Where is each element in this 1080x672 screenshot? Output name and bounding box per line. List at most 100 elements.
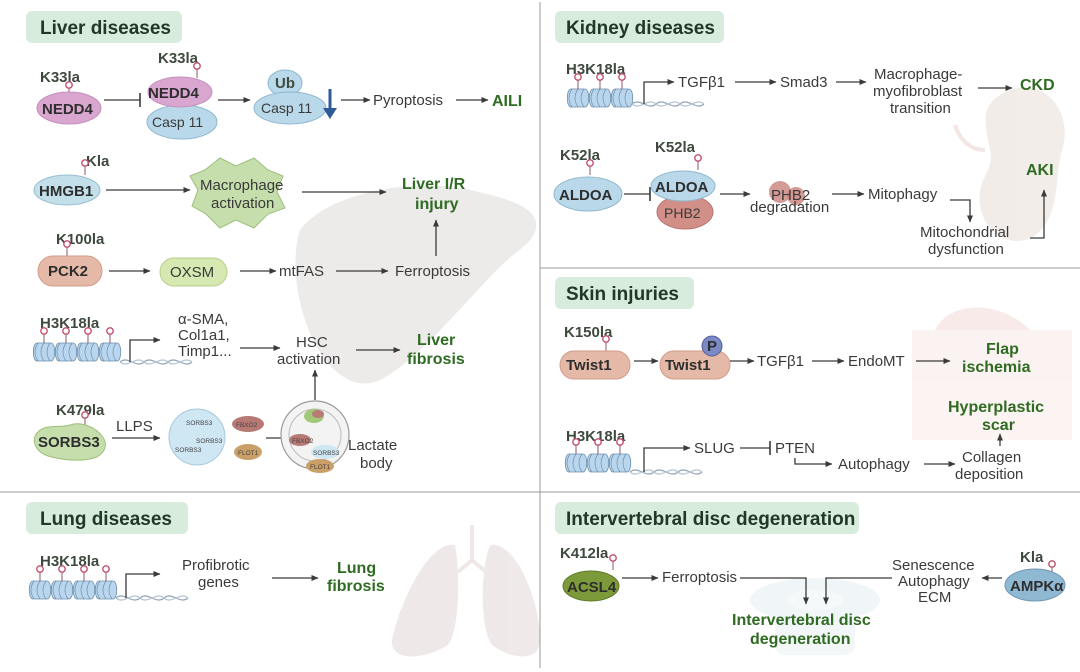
phosphorylation-icon [701,335,723,357]
gene-asma: α-SMA, [178,311,228,328]
svg-text:Kidney diseases: Kidney diseases [566,18,715,39]
gene-timp1: Timp1... [178,343,232,360]
liver-ir-pathway: Kla HMGB1 Macrophage activation Liver I/… [33,153,466,229]
lactylation-pin-icon [586,159,594,176]
svg-text:Liver diseases: Liver diseases [40,18,171,39]
liver-llps-pathway: K479la SORBS3 LLPS SORBS3 SORBS3 SORBS3 … [33,369,397,473]
mod-k100la: K100la [56,231,105,248]
dna-helix-icon [631,101,705,107]
panel-ivd-title: Intervertebral disc degeneration [555,502,859,534]
panel-liver-title: Liver diseases [26,11,182,43]
outcome-aki: AKI [1026,162,1054,179]
node-autophagy-skin: Autophagy [838,456,910,473]
node-senescence: Senescence [892,557,975,574]
protein-pck2: PCK2 [48,263,88,280]
liver-ferroptosis-pathway: K100la PCK2 OXSM mtFAS Ferroptosis [37,219,470,287]
protein-twist1-2: Twist1 [665,357,711,374]
node-mito-dys-2: dysfunction [928,241,1004,258]
svg-text:Intervertebral disc degenerati: Intervertebral disc degeneration [566,509,855,530]
node-ferroptosis-ivd: Ferroptosis [662,569,737,586]
mod-k33la-1: K33la [40,69,81,86]
node-mmt-1: Macrophage- [874,66,962,83]
node-pyroptosis: Pyroptosis [373,92,443,109]
node-pten: PTEN [775,440,815,457]
protein-hmgb1: HMGB1 [39,183,93,200]
outcome-ivd-1: Intervertebral disc [732,612,871,629]
outcome-flap-1: Flap [986,341,1019,358]
mod-k150la: K150la [564,324,613,341]
outcome-flap-2: ischemia [962,359,1031,376]
ivd-pathway: K412la ACSL4 Ferroptosis Kla AMPKα Senes… [560,545,1066,648]
protein-aldoa-2: ALDOA [655,179,708,196]
mod-h3k18la-liver: H3K18la [40,315,100,332]
node-hsc-activation: activation [277,351,340,368]
lactylation-pin-icon [602,335,610,352]
node-autophagy-ivd: Autophagy [898,573,970,590]
outcome-scar-1: Hyperplastic [948,399,1044,416]
node-profibrotic-1: Profibrotic [182,557,250,574]
node-endomt: EndoMT [848,353,905,370]
dna-helix-icon [115,595,189,601]
node-tgfb1-skin: TGFβ1 [757,353,804,370]
lactylation-pin-icon [63,240,71,257]
protein-acsl4: ACSL4 [567,579,617,596]
gene-col1a1: Col1a1, [178,327,230,344]
outcome-liver-fibrosis-2: fibrosis [407,351,465,368]
node-mmt-2: myofibroblast [873,83,963,100]
protein-aldoa-1: ALDOA [559,187,612,204]
svg-text:FBXO2: FBXO2 [236,422,258,429]
svg-text:Lung diseases: Lung diseases [40,509,172,530]
mod-k412la: K412la [560,545,609,562]
panel-kidney-title: Kidney diseases [555,11,724,43]
dna-helix-icon [629,469,703,475]
node-ferroptosis: Ferroptosis [395,263,470,280]
svg-text:FLOT1: FLOT1 [238,450,259,457]
liver-organ-icon [295,185,537,384]
protein-phb2: PHB2 [664,205,701,221]
kidney-ckd-pathway: H3K18la TGFβ1 Smad3 Macrophage- myofibro… [566,61,1055,117]
macrophage-cell-icon [189,157,286,229]
label-body: body [360,455,393,472]
outcome-liver-ir-1: Liver I/R [402,176,466,193]
protein-casp11-1: Casp 11 [152,114,203,130]
node-hsc: HSC [296,334,328,351]
skin-flap-pathway: K150la Twist1 Twist1 P TGFβ1 EndoMT Flap… [559,324,1031,380]
mod-k479la: K479la [56,402,105,419]
chromatin-icon [28,565,189,601]
panel-skin-title: Skin injuries [555,277,694,309]
down-arrow-icon [323,89,337,119]
svg-text:FLOT1: FLOT1 [310,464,331,471]
svg-text:Skin injuries: Skin injuries [566,284,679,305]
mod-h3k18la-skin: H3K18la [566,428,626,445]
skin-scar-pathway: H3K18la SLUG PTEN Autophagy Collagen dep… [564,399,1044,483]
mod-k52la-2: K52la [655,139,696,156]
node-oxsm: OXSM [170,264,214,281]
mod-k33la-2: K33la [158,50,199,67]
node-phb2-deg-2: degradation [750,199,829,216]
label-lactate: Lactate [348,437,397,454]
node-mmt-3: transition [890,100,951,117]
mod-k52la-1: K52la [560,147,601,164]
node-mtfas: mtFAS [279,263,324,280]
node-tgfb1-kidney: TGFβ1 [678,74,725,91]
node-collagen-1: Collagen [962,449,1021,466]
outcome-scar-2: scar [982,417,1015,434]
svg-text:SORBS3: SORBS3 [313,450,340,457]
panel-lung-title: Lung diseases [26,502,188,534]
dna-helix-icon [119,359,193,365]
svg-text:SORBS3: SORBS3 [186,420,213,427]
chromatin-icon [32,327,193,365]
outcome-ckd: CKD [1020,77,1055,94]
outcome-lung-fibrosis-2: fibrosis [327,578,385,595]
node-ecm: ECM [918,589,951,606]
condensate-droplet-icon [168,408,226,466]
spine-disc-icon [750,578,880,655]
outcome-aili: AILI [492,93,522,110]
node-collagen-2: deposition [955,466,1023,483]
node-phb2-deg-1: PHB2 [771,187,810,204]
mod-kla: Kla [86,153,110,170]
node-mito-dys-1: Mitochondrial [920,224,1009,241]
liver-fibrosis-pathway: H3K18la α-SMA, Col1a1, Timp1... HSC acti… [32,311,465,368]
chromatin-icon [566,73,705,108]
